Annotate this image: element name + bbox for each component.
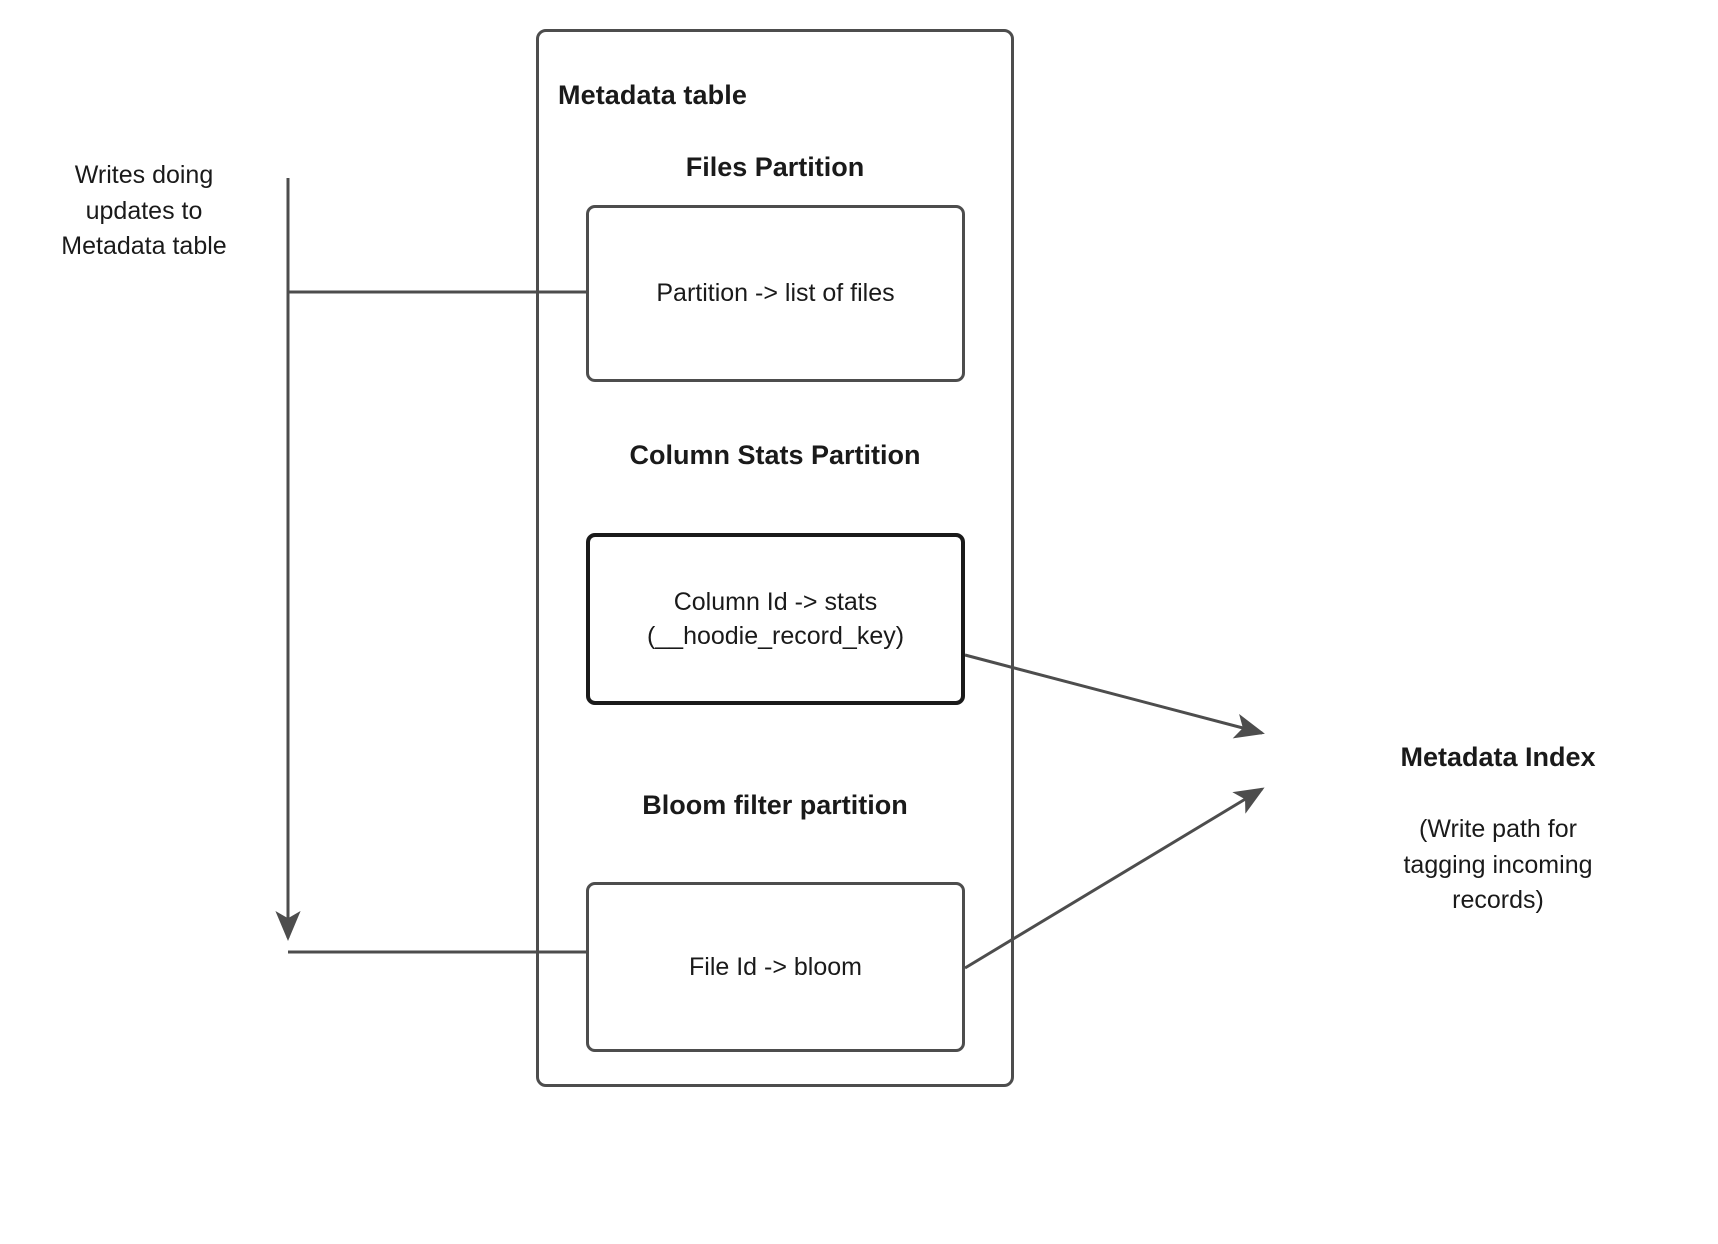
files-partition-title: Files Partition — [685, 152, 865, 182]
bloom-filter-partition-box: File Id -> bloom — [586, 882, 965, 1052]
column-stats-partition-box: Column Id -> stats (__hoodie_record_key) — [586, 533, 965, 705]
metadata-table-title: Metadata table — [558, 80, 747, 110]
writes-annotation: Writes doing updates to Metadata table — [61, 161, 227, 260]
bloom-filter-partition-title: Bloom filter partition — [642, 790, 908, 820]
files-partition-box: Partition -> list of files — [586, 205, 965, 382]
metadata-table-container — [536, 29, 1014, 1087]
metadata-index-note: (Write path for tagging incoming records… — [1403, 815, 1593, 914]
column-stats-partition-box-label: Column Id -> stats (__hoodie_record_key) — [646, 587, 905, 651]
bloom-filter-partition-box-label: File Id -> bloom — [689, 952, 862, 981]
column-stats-partition-title: Column Stats Partition — [629, 440, 921, 470]
files-partition-box-label: Partition -> list of files — [656, 279, 895, 308]
metadata-index-label: Metadata Index — [1400, 742, 1596, 772]
